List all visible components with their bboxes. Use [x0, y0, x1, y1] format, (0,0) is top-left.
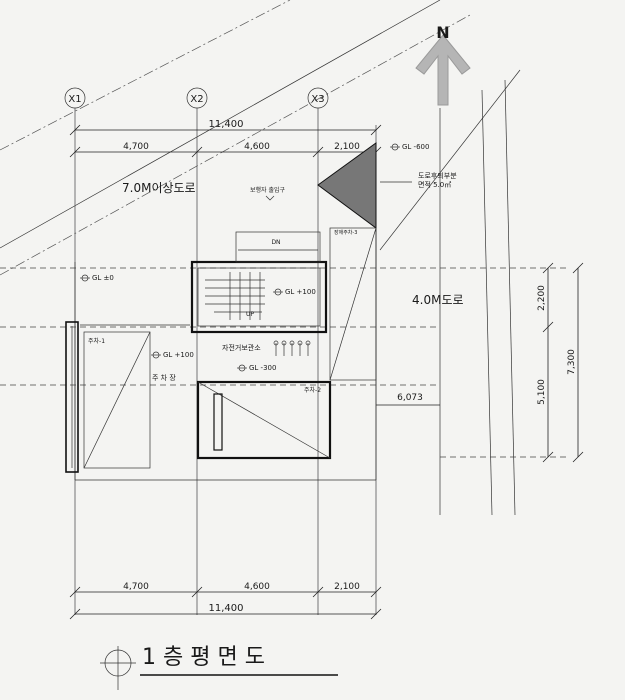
- level-gl-zero: GL ±0: [92, 274, 114, 282]
- site-diagonal-lines: [0, 0, 521, 276]
- note-dn: DN: [271, 239, 280, 246]
- entrance-arrow-icon: [265, 195, 275, 201]
- axis-label-x3: X3: [311, 94, 324, 105]
- road-label-main: 7.0M이상도로: [122, 181, 196, 195]
- right-dimension-lines: [542, 262, 584, 463]
- level-gl-plus100-b: GL +100: [163, 351, 194, 359]
- dim-top-seg-3: 2,100: [334, 142, 360, 152]
- note-bike-storage: 자전거보관소: [222, 343, 261, 352]
- road-setback-area: [317, 142, 412, 229]
- note-road-area-2: 면적 5.0㎡: [418, 180, 451, 189]
- grid-axes: X1 X2 X3: [64, 87, 377, 615]
- north-label: N: [436, 23, 449, 42]
- note-parking-2: 주차-2: [304, 386, 321, 394]
- dim-top-seg-1: 4,700: [123, 142, 149, 152]
- dim-top-seg-2: 4,600: [244, 142, 270, 152]
- level-marker-icon: [80, 143, 400, 372]
- dim-bottom-total: 11,400: [209, 603, 244, 614]
- axis-label-x2: X2: [190, 94, 203, 105]
- dim-bottom-seg-3: 2,100: [334, 582, 360, 592]
- dim-right-total: 7,300: [567, 349, 577, 375]
- bike-rack-icon: [273, 340, 311, 356]
- note-up: UP: [246, 311, 254, 318]
- title-symbol-icon: [100, 646, 136, 690]
- reference-lines: [0, 267, 570, 458]
- dim-bottom-seg-1: 4,700: [123, 582, 149, 592]
- dim-top-total: 11,400: [209, 119, 244, 130]
- side-road-lines: [439, 79, 516, 516]
- note-entrance: 보행자 출입구: [250, 186, 286, 194]
- note-road-area-1: 도로후퇴부분: [418, 171, 457, 180]
- dim-right-seg-2: 5,100: [537, 379, 547, 405]
- note-parking-3: 장애주차-3: [334, 229, 357, 236]
- north-arrow-icon: N: [415, 23, 471, 106]
- building-footprint: [65, 227, 377, 481]
- drawing-title: 1 층 평 면 도: [142, 645, 265, 670]
- axis-label-x1: X1: [68, 94, 81, 105]
- note-parking-area: 주 차 장: [152, 373, 176, 382]
- level-gl-plus100-a: GL +100: [285, 288, 316, 296]
- bottom-dimension-lines: [69, 586, 382, 620]
- road-label-side: 4.0M도로: [412, 293, 464, 307]
- level-gl-minus600: GL -600: [402, 143, 429, 151]
- dim-setback: 6,073: [397, 393, 423, 403]
- dim-bottom-seg-2: 4,600: [244, 582, 270, 592]
- dim-right-seg-1: 2,200: [537, 285, 547, 311]
- level-gl-minus300: GL -300: [249, 364, 276, 372]
- note-parking-1: 주차-1: [88, 337, 105, 345]
